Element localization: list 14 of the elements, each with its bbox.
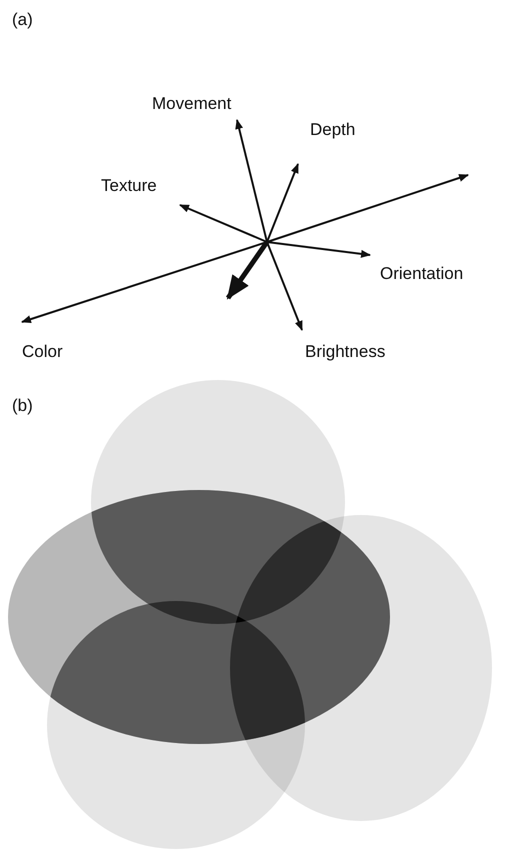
axis-label: Movement (152, 94, 232, 114)
axis-label: Brightness (305, 342, 386, 362)
arrow (266, 241, 371, 258)
arrow (266, 163, 299, 242)
axis-label: Orientation (380, 264, 464, 284)
axis-label: Depth (310, 120, 356, 140)
axis-label: Color (22, 342, 63, 362)
panel-label: (b) (12, 396, 33, 416)
arrow (266, 242, 303, 331)
arrow (179, 204, 268, 243)
arrow (235, 119, 268, 242)
panel-label: (a) (12, 10, 33, 30)
arrow (21, 241, 268, 323)
axis-label: Texture (101, 176, 157, 196)
